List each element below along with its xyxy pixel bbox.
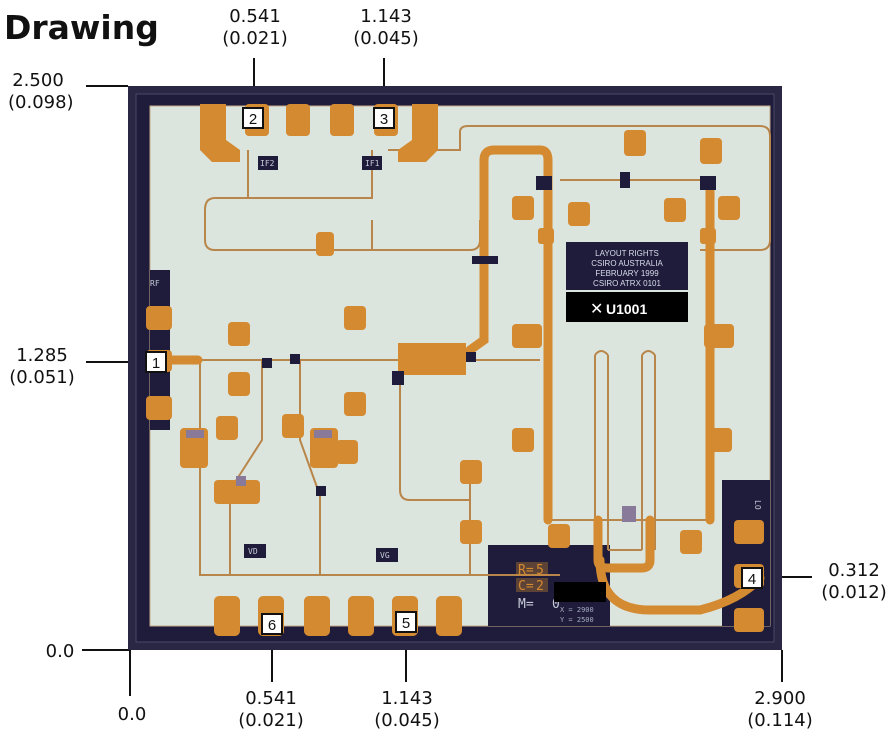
pad3-box <box>373 107 395 129</box>
dim-left-pad1-value: 1.285 <box>16 345 68 366</box>
label-if2: IF2 <box>260 159 275 168</box>
drawing-title: Drawing <box>4 8 159 47</box>
dim-left-pad1-sub: (0.051) <box>9 367 75 388</box>
pad1-label: 1 <box>152 355 160 372</box>
small-labels: IF2 IF1 RF LO VD VG <box>150 156 762 562</box>
m-label: M= <box>518 597 534 612</box>
label-lo: LO <box>753 500 762 510</box>
dim-top-pad3-value: 1.143 <box>360 6 412 27</box>
rights-line2: CSIRO AUSTRALIA <box>591 259 663 268</box>
rights-line4: CSIRO ATRX 0101 <box>593 279 661 288</box>
pad4-box <box>741 567 763 589</box>
dim-top-pad2-value: 0.541 <box>229 6 281 27</box>
dim-top-left: 2.500 (0.098) <box>8 70 74 114</box>
dim-bottom-right-value: 2.900 <box>754 688 806 709</box>
pad6-label: 6 <box>268 617 276 634</box>
center-capacitor <box>398 343 466 375</box>
pad4-label: 4 <box>748 571 756 588</box>
dim-bottom-right: 2.900 (0.114) <box>742 688 818 732</box>
dim-origin-x-value: 0.0 <box>117 704 147 725</box>
dim-top-left-sub: (0.098) <box>8 92 74 113</box>
dim-top-pad3-sub: (0.045) <box>353 28 419 49</box>
m-value: 0 <box>552 597 560 612</box>
pad2-lshape <box>200 104 240 162</box>
dim-top-pad3: 1.143 (0.045) <box>351 6 421 50</box>
pad2-box <box>242 107 264 129</box>
rights-line1: LAYOUT RIGHTS <box>595 249 659 258</box>
rights-box <box>566 242 688 290</box>
rights-line3: FEBRUARY 1999 <box>595 269 659 278</box>
dark-vias <box>262 172 716 496</box>
thick-traces <box>165 145 765 615</box>
dim-top-left-value: 2.500 <box>12 70 64 91</box>
dim-left-pad1: 1.285 (0.051) <box>6 345 78 389</box>
label-rf: RF <box>150 279 160 288</box>
part-number: U1001 <box>606 301 647 317</box>
r-value: 5 <box>536 563 544 578</box>
dim-origin-x: 0.0 <box>112 704 152 726</box>
dim-top-pad2: 0.541 (0.021) <box>220 6 290 50</box>
pad3-lshape <box>398 104 438 162</box>
dim-right-pad4-value: 0.312 <box>828 560 880 581</box>
dim-bottom-pad6-sub: (0.021) <box>238 710 304 731</box>
pad5-box <box>395 611 417 633</box>
y-coord: Y = 2500 <box>560 616 594 624</box>
dim-bottom-pad5: 1.143 (0.045) <box>372 688 442 732</box>
dim-bottom-pad5-value: 1.143 <box>381 688 433 709</box>
dim-bottom-pad5-sub: (0.045) <box>374 710 440 731</box>
pad6-box <box>261 613 283 635</box>
dim-origin-y-value: 0.0 <box>45 641 75 662</box>
pad2-label: 2 <box>249 111 257 128</box>
small-pads <box>180 130 740 554</box>
pad5-label: 5 <box>402 615 410 632</box>
c-label: C= <box>518 579 534 594</box>
dim-right-pad4: 0.312 (0.012) <box>818 560 890 604</box>
blank-stamp <box>554 582 606 602</box>
part-number-box <box>566 292 688 322</box>
c-value: 2 <box>536 579 544 594</box>
dim-bottom-pad6-value: 0.541 <box>245 688 297 709</box>
x-coord: X = 2900 <box>560 606 594 614</box>
dim-right-pad4-sub: (0.012) <box>821 582 887 603</box>
rights-text: LAYOUT RIGHTS CSIRO AUSTRALIA FEBRUARY 1… <box>591 249 663 288</box>
pad1-box <box>145 351 167 373</box>
r-label: R= <box>518 563 534 578</box>
pad-number-boxes: 2 3 1 4 6 5 <box>145 107 763 635</box>
dim-bottom-pad6: 0.541 (0.021) <box>236 688 306 732</box>
label-vg: VG <box>380 551 390 560</box>
label-if1: IF1 <box>365 159 380 168</box>
rcm-info: R= 5 C= 2 M= 0 <box>516 562 560 612</box>
dim-origin-y: 0.0 <box>40 641 80 663</box>
pad3-label: 3 <box>380 111 388 128</box>
label-vd: VD <box>248 547 258 556</box>
dim-bottom-right-sub: (0.114) <box>747 710 813 731</box>
via-accents <box>186 430 636 522</box>
coord-labels: X = 2900 Y = 2500 <box>560 606 594 624</box>
center-via <box>392 371 404 385</box>
part-number-icon: ✕ <box>590 299 603 318</box>
dim-top-pad2-sub: (0.021) <box>222 28 288 49</box>
